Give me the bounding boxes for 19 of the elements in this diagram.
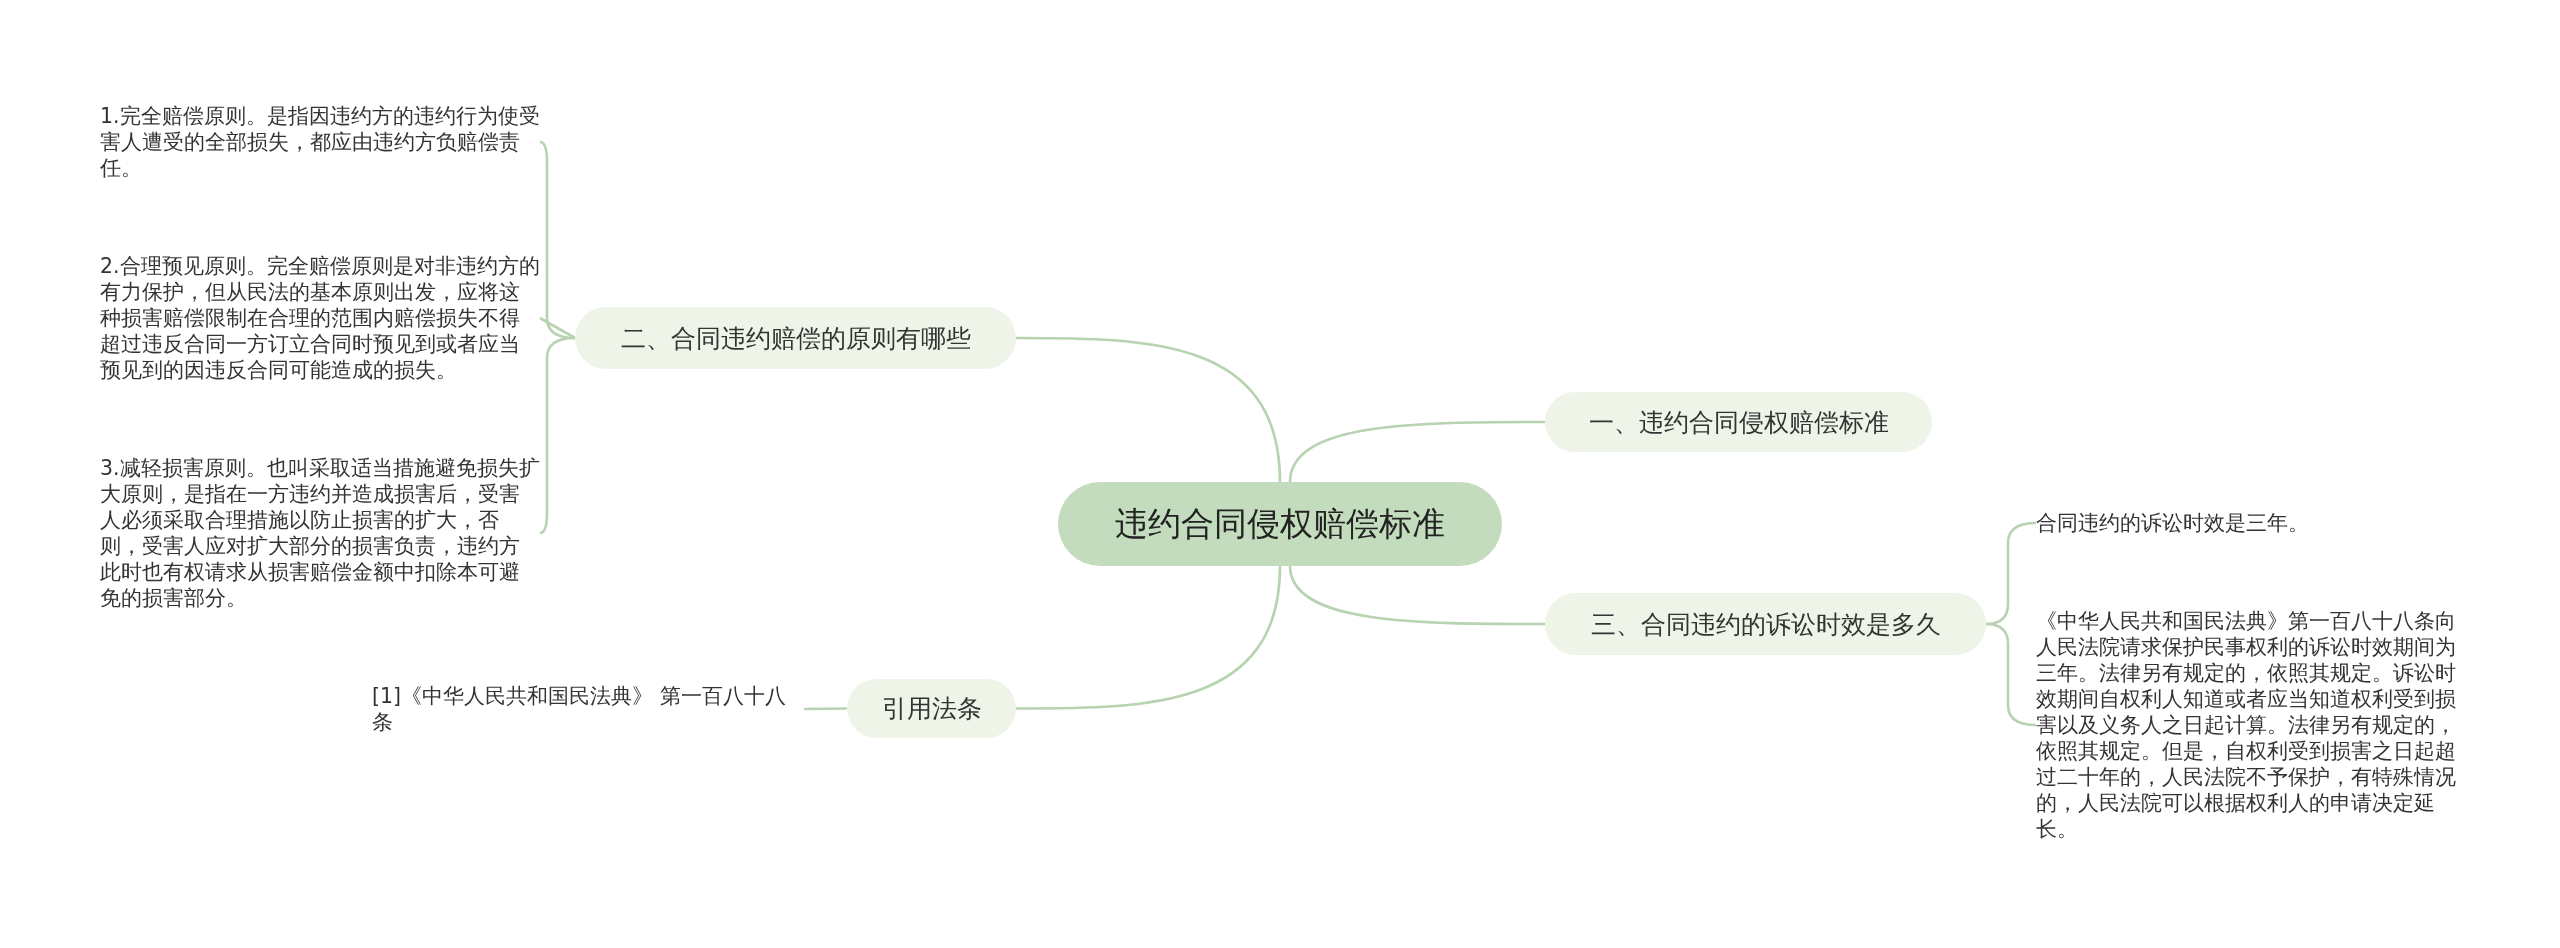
- connector-line: [539, 336, 576, 535]
- connector-line: [804, 707, 847, 711]
- topic-box: 引用法条: [847, 679, 1016, 738]
- connector-line: [1016, 336, 1282, 483]
- topic-box: 二、合同违约赔偿的原则有哪些: [575, 307, 1016, 369]
- topic-box: 三、合同违约的诉讼时效是多久: [1545, 593, 1986, 655]
- note-text: 3.减轻损害原则。也叫采取适当措施避免损失扩大原则，是指在一方违约并造成损害后，受害人必须采取合理措施以防止损害的扩大，否则，受害人应对扩大部分的损害负责，违约方此时也有权请求从损害赔偿金额中扣除本可避免的损害部分。: [100, 452, 540, 614]
- connector-line: [539, 316, 576, 340]
- note-text: 《中华人民共和国民法典》第一百八十八条向人民法院请求保护民事权利的诉讼时效期间为三年。法律另有规定的，依照其规定。诉讼时效期间自权利人知道或者应当知道权利受到损害以及义务人之日起计算。法律另有规定的，依照其规定。但是，自权利受到损害之日起超过二十年的，人民法院不予保护，有特殊情况的，人民法院可以根据权利人的申请决定延长。: [2036, 600, 2456, 850]
- topic-box: 一、违约合同侵权赔偿标准: [1545, 392, 1932, 452]
- note-text: 1.完全赔偿原则。是指因违约方的违约行为使受害人遭受的全部损失，都应由违约方负赔偿责任。: [100, 100, 540, 184]
- note-text: [1]《中华人民共和国民法典》 第一百八十八条: [372, 680, 804, 738]
- note-text: 2.合理预见原则。完全赔偿原则是对非违约方的有力保护，但从民法的基本原则出发，应将这种损害赔偿限制在合理的范围内赔偿损失不得超过违反合同一方订立合同时预见到或者应当预见到的因违反合同可能造成的损失。: [100, 250, 540, 386]
- connector-line: [1985, 622, 2037, 727]
- connector-line: [1288, 565, 1545, 626]
- note-text: 合同违约的诉讼时效是三年。: [2036, 509, 2456, 537]
- connector-line: [1288, 420, 1545, 483]
- connector-line: [1016, 565, 1282, 710]
- central-topic-box: 违约合同侵权赔偿标准: [1058, 482, 1502, 566]
